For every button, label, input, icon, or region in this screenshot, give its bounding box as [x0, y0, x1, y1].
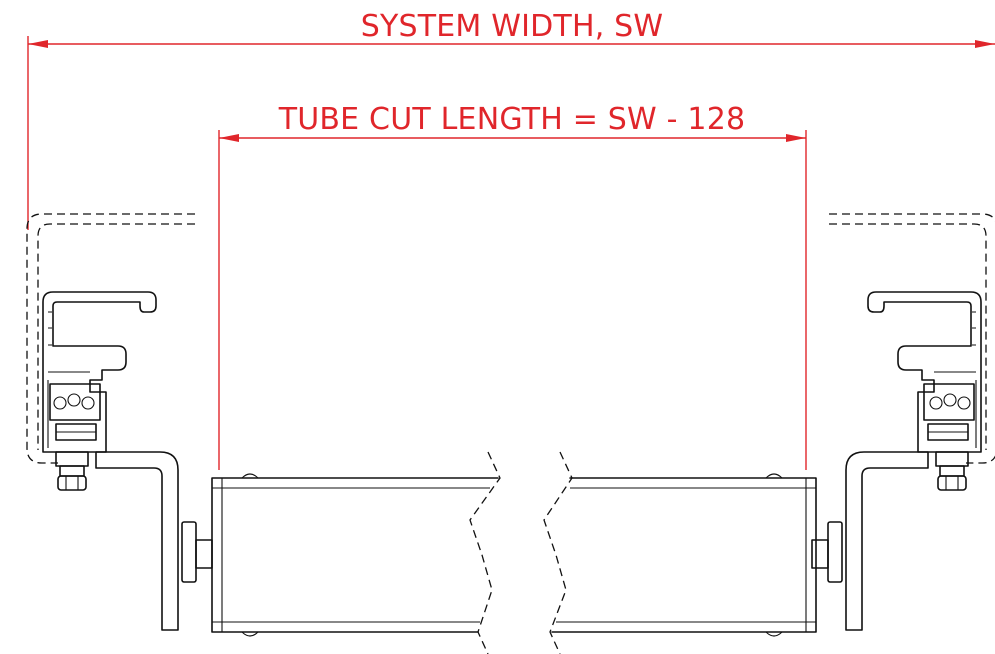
roller-tube	[211, 451, 817, 654]
roller-tube-left-section	[211, 477, 499, 633]
left-clip-fastener	[49, 383, 101, 441]
left-frame-assembly	[26, 213, 213, 631]
right-frame-assembly	[811, 213, 995, 631]
system-width-label: SYSTEM WIDTH, SW	[361, 9, 664, 44]
left-side-guard-dashed	[26, 213, 195, 464]
roller-tube-right-section	[551, 477, 817, 633]
right-axle-nut	[811, 521, 843, 583]
system-width-dimension: SYSTEM WIDTH, SW	[27, 9, 995, 230]
left-hex-bolt	[55, 451, 89, 491]
tube-cut-label: TUBE CUT LENGTH = SW - 128	[278, 102, 746, 137]
right-hex-bolt	[935, 451, 969, 491]
system-width-arrow-right	[975, 40, 995, 48]
left-axle-nut	[181, 521, 213, 583]
break-line-left	[469, 451, 501, 654]
left-profile-inner	[47, 371, 90, 448]
right-clip-fastener	[923, 383, 975, 441]
tube-cut-arrow-right	[786, 134, 806, 142]
left-frame-profile	[42, 291, 157, 453]
system-width-arrow-left	[28, 40, 48, 48]
left-mounting-bracket	[95, 451, 179, 631]
right-frame-profile	[867, 291, 982, 453]
tube-cut-arrow-left	[219, 134, 239, 142]
tube-cut-dimension: TUBE CUT LENGTH = SW - 128	[218, 102, 807, 470]
right-side-guard-dashed	[829, 213, 995, 464]
right-mounting-bracket	[845, 451, 929, 631]
left-side-guard-inner-dashed	[37, 223, 195, 450]
break-line-right	[543, 451, 573, 654]
